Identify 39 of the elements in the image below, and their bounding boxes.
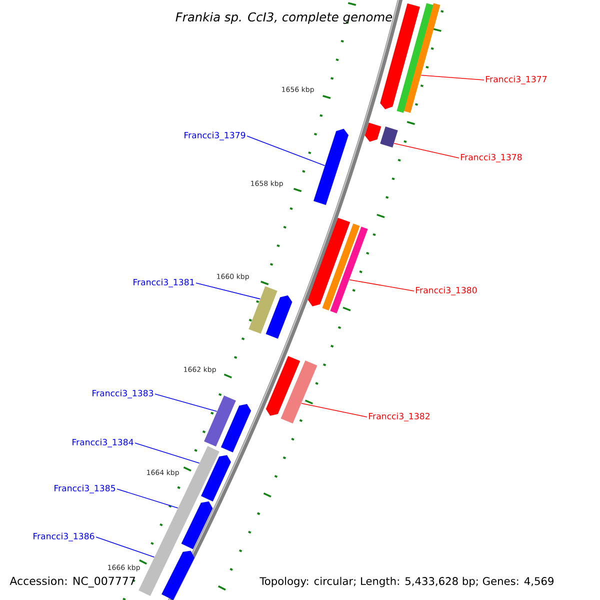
gene-block: [220, 404, 252, 452]
leader-line: [134, 442, 200, 464]
gene-label: Francci3_1385: [54, 484, 116, 494]
gene-block: [162, 550, 194, 600]
leader-line: [96, 536, 155, 558]
gene-bar: [396, 3, 434, 113]
info-text: Topology: circular; Length: 5,433,628 bp; Genes: 4,569: [260, 576, 554, 588]
info-text: Accession: NC_007777: [10, 576, 135, 588]
gene-block: [201, 455, 231, 502]
leader-line: [246, 136, 326, 166]
leader-line: [196, 282, 260, 300]
gene-block: [364, 122, 382, 142]
gene-bar: [280, 360, 318, 424]
gene-label: Francci3_1384: [72, 438, 134, 448]
gene-bar: [138, 446, 220, 596]
gene-bar: [322, 224, 360, 310]
gene-bar: [380, 126, 398, 148]
gene-label: Francci3_1383: [92, 390, 154, 398]
gene-label: Francci3_1382: [369, 412, 430, 422]
gene-label: Francci3_1381: [134, 278, 194, 288]
leader-line: [154, 394, 218, 412]
gene-label: Francci3_1380: [416, 286, 477, 296]
gene-block: [266, 295, 292, 339]
gene-label: Francci3_1378: [461, 154, 522, 162]
leader-line: [394, 142, 460, 158]
gene-block: [266, 356, 300, 416]
gene-bar: [204, 396, 236, 447]
gene-block: [308, 218, 350, 306]
leader-line: [116, 488, 178, 508]
gene-label: Francci3_1377: [486, 76, 547, 84]
gene-bar: [330, 226, 368, 314]
gene-bar: [404, 3, 440, 113]
gene-block: [314, 128, 348, 205]
gene-bar: [248, 286, 278, 334]
leader-line: [301, 402, 368, 418]
title: Frankia sp. CcI3, complete genome: [176, 12, 392, 24]
gene-label: Francci3_1386: [34, 532, 94, 542]
gene-label: Francci3_1379: [184, 132, 246, 140]
gene-block: [181, 501, 213, 550]
